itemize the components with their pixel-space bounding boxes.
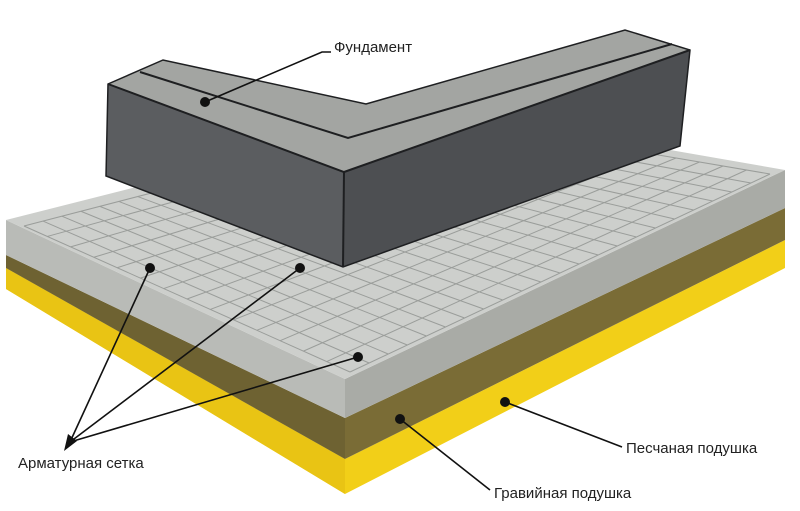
foundation-leader (204, 51, 331, 103)
gravel-cushion-label: Гравийная подушка (494, 485, 632, 502)
gravel-dot (395, 414, 405, 424)
sand-leader (504, 401, 623, 448)
leader-dots (145, 97, 510, 424)
gravel-leader (399, 418, 491, 491)
rebar-leader-3 (69, 356, 359, 443)
rebar-arrowheads (64, 434, 77, 451)
mesh-rod (256, 157, 677, 331)
sand-cushion-layer (6, 240, 785, 494)
rebar-dot-1 (145, 263, 155, 273)
sand-cushion-label: Песчаная подушка (626, 440, 758, 457)
mesh-rod (303, 165, 724, 352)
rebar-dot-2 (295, 263, 305, 273)
foundation-label: Фундамент (334, 39, 413, 56)
mesh-rod (279, 161, 700, 342)
rebar-leader-1 (69, 267, 151, 443)
sand-dot (500, 397, 510, 407)
foundation-dot (200, 97, 210, 107)
foundation-strip (105, 29, 691, 268)
leader-lines (69, 51, 623, 491)
mesh-rod (349, 173, 771, 373)
gravel-cushion-layer (6, 208, 785, 459)
rebar-leader-2 (69, 267, 301, 443)
rebar-mesh-label: Арматурная сетка (18, 455, 144, 472)
mesh-rod (326, 169, 747, 363)
rebar-dot-3 (353, 352, 363, 362)
